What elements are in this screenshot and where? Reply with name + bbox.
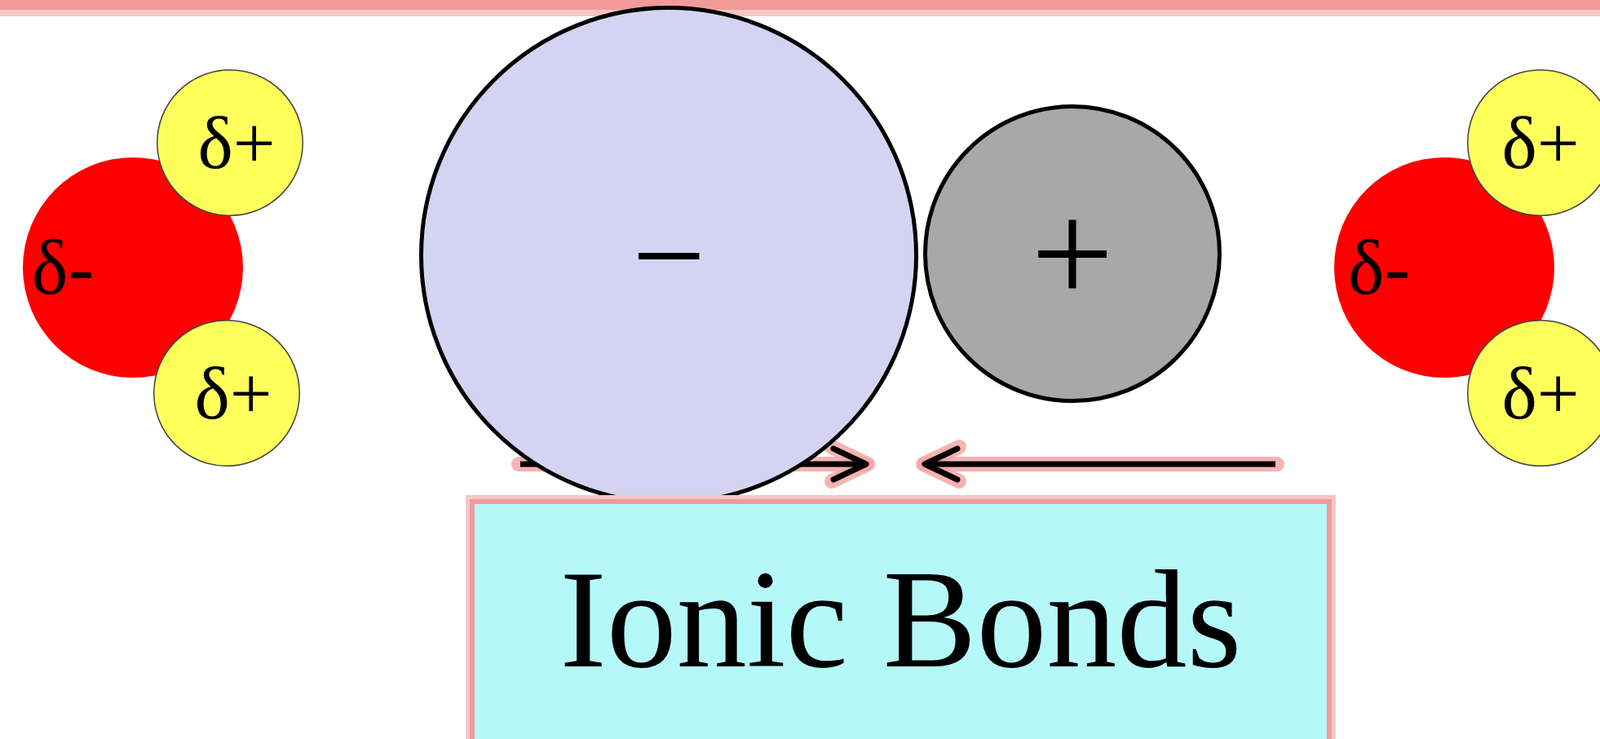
charge-label: δ+ bbox=[197, 105, 275, 181]
hydrogen-atom: δ+ bbox=[1467, 319, 1600, 467]
box-title: Ionic Bonds bbox=[559, 548, 1242, 690]
charge-label: δ- bbox=[31, 229, 94, 307]
cation-fill bbox=[925, 106, 1220, 402]
top-rule-glow bbox=[0, 0, 1600, 17]
hydrogen-atom-fill bbox=[154, 320, 301, 467]
hydrogen-atom-fill bbox=[157, 70, 304, 217]
title-box-fill bbox=[472, 501, 1330, 739]
hydrogen-atom-fill bbox=[1467, 70, 1600, 217]
charge-label: + bbox=[1030, 180, 1114, 328]
anion: − bbox=[419, 5, 919, 505]
hydrogen-atom: δ+ bbox=[1467, 69, 1600, 217]
charge-label: − bbox=[632, 190, 706, 321]
charge-label: δ+ bbox=[1501, 355, 1579, 431]
hydrogen-atom-fill bbox=[1467, 320, 1600, 467]
charge-label: δ+ bbox=[1501, 105, 1579, 181]
charge-label: δ+ bbox=[194, 355, 272, 431]
right-arrow bbox=[923, 446, 1278, 482]
hydrogen-atom: δ+ bbox=[156, 69, 304, 217]
title-box: Ionic Bonds bbox=[469, 499, 1332, 739]
anion-fill bbox=[421, 8, 917, 504]
top-rule bbox=[0, 0, 1600, 10]
charge-label: δ- bbox=[1348, 229, 1410, 307]
cation: + bbox=[923, 104, 1222, 403]
hydrogen-atom: δ+ bbox=[153, 319, 301, 467]
